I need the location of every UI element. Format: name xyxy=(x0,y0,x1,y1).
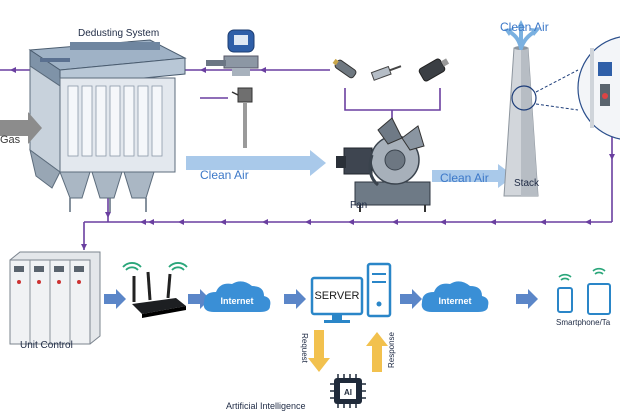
internet-cloud-2 xyxy=(421,281,489,312)
clean-air-top-label: Clean Air xyxy=(500,20,549,34)
internet-label-2: Internet xyxy=(438,296,471,306)
unit-control-label: Unit Control xyxy=(20,340,73,351)
fan-label: Fan xyxy=(350,200,368,211)
response-label: Response xyxy=(387,331,396,368)
server-label: SERVER xyxy=(314,290,359,302)
dedusting-system xyxy=(28,39,187,212)
gas-inlet-arrow xyxy=(0,112,42,144)
stack-detail-callout xyxy=(535,36,620,140)
internet-cloud-1 xyxy=(203,281,271,312)
dedusting-system-label: Dedusting System xyxy=(78,28,160,39)
smartphone-icon xyxy=(557,287,573,313)
clean-air-label-2: Clean Air xyxy=(440,171,489,185)
clean-air-arrow-2 xyxy=(432,164,514,188)
router xyxy=(132,271,186,318)
temperature-sensor xyxy=(231,87,253,148)
response-arrow xyxy=(366,332,388,372)
device-wifi-icon xyxy=(558,267,606,281)
tablet-icon xyxy=(587,283,611,315)
stack-label: Stack xyxy=(514,178,540,189)
smartphone-label: Smartphone/Ta xyxy=(556,318,611,327)
signal-arrowheads xyxy=(10,67,615,250)
fan-sensors xyxy=(332,58,450,82)
internet-label-1: Internet xyxy=(220,296,253,306)
stack xyxy=(503,46,539,197)
server-tower xyxy=(366,262,392,318)
unit-control-cabinets xyxy=(9,251,101,345)
request-arrow xyxy=(308,330,330,372)
pressure-transmitter xyxy=(206,29,259,76)
gas-label: Gas xyxy=(0,134,21,146)
clean-air-plume-heads xyxy=(504,20,540,36)
flow-arrows xyxy=(104,289,538,309)
clean-air-arrow-1 xyxy=(186,150,326,176)
request-label: Request xyxy=(300,333,309,364)
server-monitor xyxy=(310,276,364,323)
ai-label: Artificial Intelligence xyxy=(226,401,306,411)
fan-assembly xyxy=(336,117,431,212)
ai-chip-label: AI xyxy=(344,388,352,397)
clean-air-label-1: Clean Air xyxy=(200,168,249,182)
wifi-icon xyxy=(122,262,188,271)
ai-chip-icon xyxy=(330,374,366,408)
